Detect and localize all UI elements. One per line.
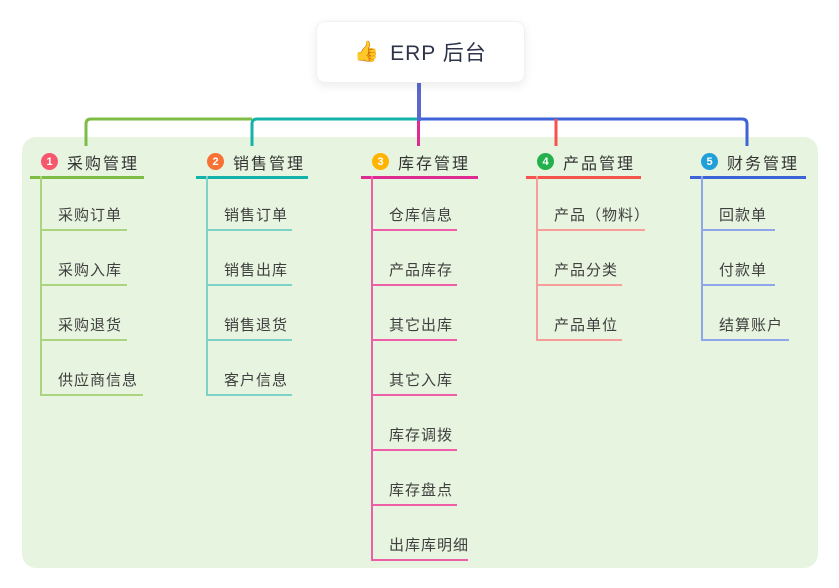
branch-children-line-finance [701,176,703,341]
node-purchase-order[interactable]: 采购订单 [40,201,127,231]
branch-label: 库存管理 [398,155,471,173]
branch-badge-2: 2 [207,153,224,170]
node-sales-return[interactable]: 销售退货 [206,311,292,341]
branch-badge-4: 4 [537,153,554,170]
node-supplier-info[interactable]: 供应商信息 [40,366,143,396]
branch-children-line-product [536,176,538,341]
node-sales-outbound[interactable]: 销售出库 [206,256,292,286]
node-product-category[interactable]: 产品分类 [536,256,622,286]
node-product-stock[interactable]: 产品库存 [371,256,457,286]
node-outbound-detail[interactable]: 出库库明细 [371,531,468,561]
node-product-material[interactable]: 产品（物料） [536,201,649,231]
branch-label: 财务管理 [727,155,800,173]
node-purchase-return[interactable]: 采购退货 [40,311,127,341]
branch-children-line-inventory [371,176,373,561]
node-other-outbound[interactable]: 其它出库 [371,311,457,341]
branch-node-finance-management[interactable]: 5 财务管理 [690,147,806,179]
branch-node-product-management[interactable]: 4 产品管理 [526,147,641,179]
node-customer-info[interactable]: 客户信息 [206,366,292,396]
branch-node-inventory-management[interactable]: 3 库存管理 [361,147,478,179]
root-label: ERP 后台 [390,42,487,65]
node-settlement-account[interactable]: 结算账户 [701,311,789,341]
branch-badge-3: 3 [372,153,389,170]
node-warehouse-info[interactable]: 仓库信息 [371,201,457,231]
branch-children-line-purchase [40,176,42,396]
branch-badge-5: 5 [701,153,718,170]
node-purchase-inbound[interactable]: 采购入库 [40,256,127,286]
branch-node-purchase-management[interactable]: 1 采购管理 [30,147,144,179]
node-stock-check[interactable]: 库存盘点 [371,476,457,506]
node-collection-doc[interactable]: 回款单 [701,201,775,231]
branch-label: 产品管理 [563,155,636,173]
branch-node-sales-management[interactable]: 2 销售管理 [196,147,308,179]
root-node[interactable]: 👍 ERP 后台 [316,21,525,83]
branch-label: 销售管理 [233,155,306,173]
branch-label: 采购管理 [67,155,140,173]
node-payment-doc[interactable]: 付款单 [701,256,775,286]
branches-panel [22,137,818,568]
node-sales-order[interactable]: 销售订单 [206,201,292,231]
branch-children-line-sales [206,176,208,396]
node-stock-transfer[interactable]: 库存调拨 [371,421,457,451]
branch-badge-1: 1 [41,153,58,170]
thumbs-up-icon: 👍 [354,41,381,63]
node-product-unit[interactable]: 产品单位 [536,311,622,341]
node-other-inbound[interactable]: 其它入库 [371,366,457,396]
